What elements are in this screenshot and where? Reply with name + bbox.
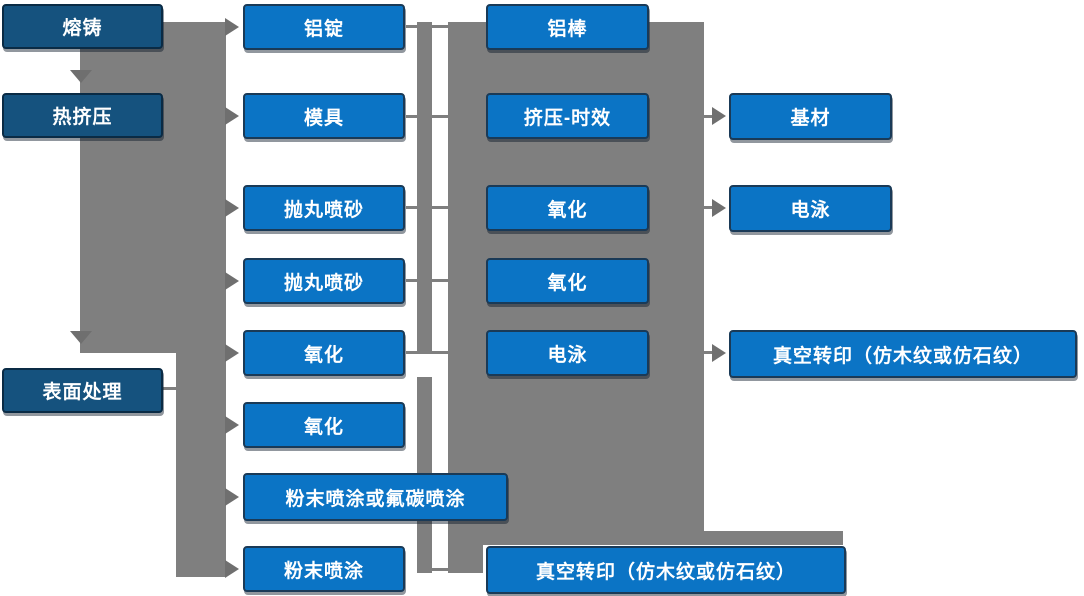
node-powder-coating: 粉末喷涂 [243, 546, 405, 592]
node-aluminum-ingot: 铝锭 [243, 4, 405, 50]
node-electrophoresis-1: 电泳 [486, 330, 649, 376]
arrow-down-to-hot-extrusion-icon [70, 70, 92, 83]
stem-to-vacuum-transfer [702, 351, 713, 354]
link-surface-treatment [163, 387, 178, 390]
node-shot-blasting-1: 抛丸喷砂 [243, 185, 405, 231]
node-aluminum-rod: 铝棒 [486, 4, 649, 50]
node-extrusion-aging: 挤压-时效 [486, 93, 649, 139]
node-vacuum-transfer-print-right: 真空转印（仿木纹或仿石纹） [729, 330, 1077, 378]
arrow-to-powder-coating-icon [225, 560, 239, 578]
connector-left-band [176, 353, 226, 577]
node-substrate: 基材 [729, 93, 892, 140]
arrow-down-to-surface-treatment-icon [70, 331, 92, 344]
arrow-to-powder-fluorocarbon-icon [225, 488, 239, 506]
link-row-oxidation [406, 351, 448, 354]
stem-to-substrate [702, 115, 713, 118]
node-mold: 模具 [243, 93, 405, 139]
connector-mid-band-upper [417, 22, 432, 352]
node-surface-treatment: 表面处理 [2, 368, 163, 413]
arrow-to-electrophoresis-icon [712, 199, 726, 217]
link-row-shot-blasting-2 [406, 279, 448, 282]
node-electrophoresis-2: 电泳 [729, 185, 892, 232]
arrow-to-oxidation-2-icon [225, 416, 239, 434]
node-oxidation-3: 氧化 [486, 185, 649, 231]
link-bottom-vacuum-transfer [432, 568, 448, 571]
arrow-to-oxidation-1-icon [225, 344, 239, 362]
node-oxidation-2: 氧化 [243, 402, 405, 448]
node-shot-blasting-2: 抛丸喷砂 [243, 258, 405, 304]
node-melting-casting: 熔铸 [2, 4, 163, 49]
stem-to-electrophoresis [702, 206, 713, 209]
arrow-to-substrate-icon [712, 107, 726, 125]
arrow-to-vacuum-transfer-icon [712, 344, 726, 362]
arrow-to-aluminum-ingot-icon [225, 18, 239, 36]
node-oxidation-4: 氧化 [486, 258, 649, 304]
node-powder-or-fluorocarbon-coating: 粉末喷涂或氟碳喷涂 [243, 473, 508, 521]
arrow-to-shot-blasting-2-icon [225, 272, 239, 290]
arrow-to-mold-icon [225, 107, 239, 125]
link-row-aluminum-ingot [406, 25, 448, 28]
node-vacuum-transfer-print-bottom: 真空转印（仿木纹或仿石纹） [486, 546, 846, 594]
link-row-shot-blasting-1 [406, 206, 448, 209]
arrow-to-shot-blasting-1-icon [225, 199, 239, 217]
connector-right-block-foot [448, 543, 483, 573]
node-oxidation-1: 氧化 [243, 330, 405, 376]
link-row-mold [406, 115, 448, 118]
connector-stage-block [80, 22, 226, 353]
node-hot-extrusion: 热挤压 [2, 93, 163, 138]
connector-bottom-strip [448, 531, 843, 545]
